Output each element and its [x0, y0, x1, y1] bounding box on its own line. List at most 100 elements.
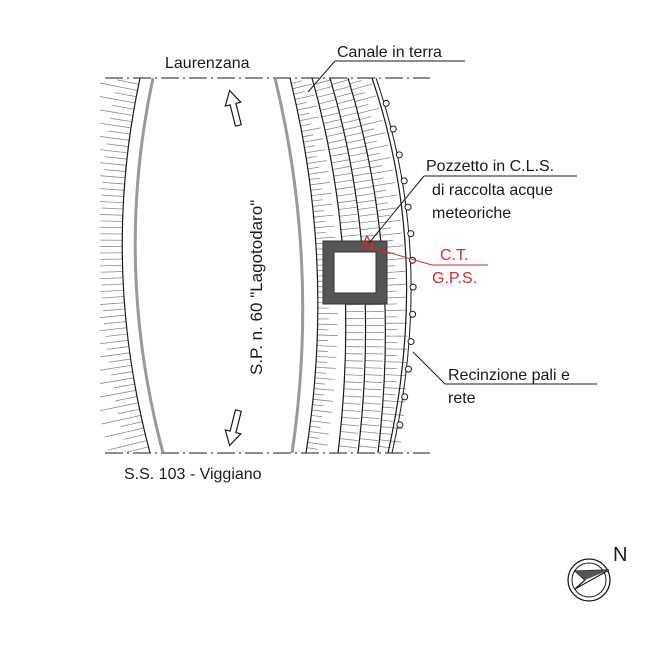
- hatch-stroke: [365, 140, 378, 144]
- well-label-line2: di raccolta acque: [432, 182, 553, 199]
- hatch-stroke: [339, 213, 358, 217]
- hatch-stroke: [307, 166, 319, 170]
- hatch-stroke: [380, 426, 403, 430]
- hatch-stroke: [344, 132, 363, 137]
- hatch-stroke: [351, 165, 370, 170]
- hatch-stroke: [104, 321, 127, 325]
- hatch-stroke: [376, 202, 389, 205]
- hatch-stroke: [101, 207, 124, 210]
- hatch-stroke: [317, 92, 335, 98]
- hatch-stroke: [384, 380, 397, 383]
- hatch-stroke: [363, 388, 382, 391]
- hatch-stroke: [100, 162, 127, 166]
- hatch-stroke: [377, 214, 390, 218]
- hatch-stroke: [117, 408, 140, 415]
- hatch-stroke: [357, 107, 380, 114]
- hatch-stroke: [335, 186, 354, 190]
- hatch-stroke: [100, 96, 136, 104]
- hatch-stroke: [356, 199, 375, 204]
- hatch-stroke: [359, 220, 378, 224]
- hatch-stroke: [299, 116, 320, 122]
- hatch-stroke: [353, 92, 365, 97]
- hatch-stroke: [360, 120, 383, 126]
- hatch-stroke: [385, 309, 408, 312]
- canal-leader-line: [307, 60, 336, 93]
- hatch-stroke: [338, 206, 357, 210]
- north-label: N: [613, 544, 627, 566]
- left-bank-line: [121, 78, 151, 453]
- hatch-stroke: [380, 232, 403, 236]
- hatch-stroke: [331, 159, 350, 164]
- hatch-stroke: [108, 130, 131, 135]
- hatch-stroke: [343, 395, 362, 398]
- hatch-stroke: [371, 169, 393, 175]
- right-bank-line: [289, 78, 319, 453]
- hatch-stroke: [348, 152, 367, 157]
- hatch-stroke: [356, 104, 369, 109]
- hatch-stroke: [291, 80, 303, 84]
- hatch-stroke: [100, 109, 133, 116]
- hatch-stroke: [313, 210, 325, 213]
- hatch-stroke: [349, 80, 362, 85]
- hatch-stroke: [339, 438, 358, 441]
- hatch-stroke: [100, 352, 130, 358]
- hatch-stroke: [101, 296, 124, 299]
- hatch-stroke: [341, 416, 360, 420]
- hatch-stroke: [336, 193, 355, 197]
- hatch-stroke: [330, 78, 332, 79]
- gps-marker-icon: [359, 234, 376, 249]
- hatch-stroke: [100, 136, 130, 141]
- hatch-stroke: [379, 227, 392, 230]
- hatch-stroke: [383, 387, 406, 390]
- hatch-stroke: [314, 377, 335, 380]
- hatch-stroke: [315, 231, 327, 234]
- hatch-stroke: [100, 377, 134, 384]
- hatch-stroke: [342, 409, 361, 412]
- hatch-stroke: [100, 214, 123, 216]
- hatch-stroke: [378, 219, 401, 224]
- hatch-stroke: [313, 393, 325, 396]
- hatch-stroke: [110, 371, 133, 376]
- hatch-stroke: [373, 182, 396, 187]
- hatch-stroke: [103, 169, 126, 172]
- hatch-stroke: [106, 143, 129, 147]
- hatch-stroke: [354, 95, 377, 103]
- hatch-stroke: [303, 138, 324, 143]
- gps-label: G.P.S.: [432, 270, 477, 287]
- hatch-stroke: [100, 402, 139, 412]
- hatch-stroke: [100, 327, 127, 332]
- hatch-stroke: [374, 189, 387, 193]
- top-road-label: Laurenzana: [165, 55, 250, 72]
- fence-line: [371, 78, 408, 453]
- hatch-stroke: [357, 206, 376, 210]
- hatch-stroke: [298, 112, 310, 116]
- hatch-stroke: [308, 436, 320, 439]
- hatch-stroke: [293, 91, 305, 95]
- hatch-stroke: [100, 226, 123, 229]
- hatch-stroke: [102, 181, 125, 185]
- hatch-stroke: [361, 423, 380, 427]
- hatch-stroke: [100, 122, 131, 129]
- hatch-stroke: [310, 181, 330, 186]
- hatch-stroke: [359, 116, 372, 120]
- fence-label-line2: rete: [448, 390, 476, 407]
- hatch-stroke: [306, 156, 318, 159]
- hatch-stroke: [333, 85, 352, 92]
- arrow-down-icon: [224, 409, 242, 447]
- hatch-stroke: [312, 404, 324, 407]
- north-arrow-icon: [567, 558, 611, 602]
- hatch-stroke: [363, 395, 382, 398]
- hatch-stroke: [326, 132, 345, 137]
- fence-leader-line: [412, 351, 446, 385]
- hatch-stroke: [350, 159, 369, 164]
- road-name-label: S.P. n. 60 "Lagotodaro": [247, 200, 266, 375]
- hatch-stroke: [100, 82, 138, 91]
- fence-post: [407, 230, 415, 238]
- fence-post: [404, 203, 412, 211]
- hatch-stroke: [100, 277, 123, 280]
- hatch-stroke: [362, 402, 381, 405]
- hatch-stroke: [380, 432, 393, 435]
- hatch-stroke: [101, 283, 124, 286]
- hatch-stroke: [345, 360, 364, 362]
- hatch-stroke: [348, 78, 350, 79]
